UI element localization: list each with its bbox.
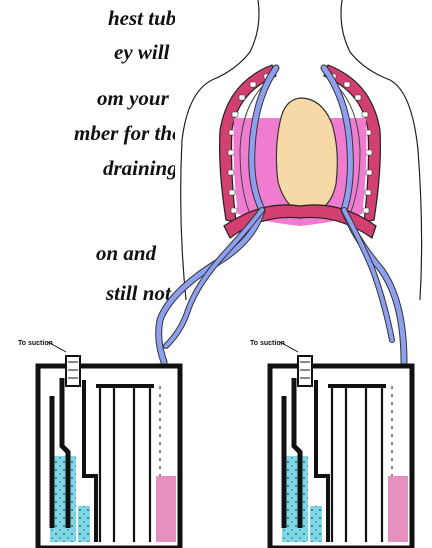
suction-label-right: To suction — [250, 340, 285, 347]
suction-label-left: To suction — [18, 340, 53, 347]
heart — [276, 98, 337, 214]
drainage-unit-left — [38, 342, 180, 548]
drainage-unit-right — [270, 342, 412, 548]
chest-tube-left — [159, 68, 276, 362]
